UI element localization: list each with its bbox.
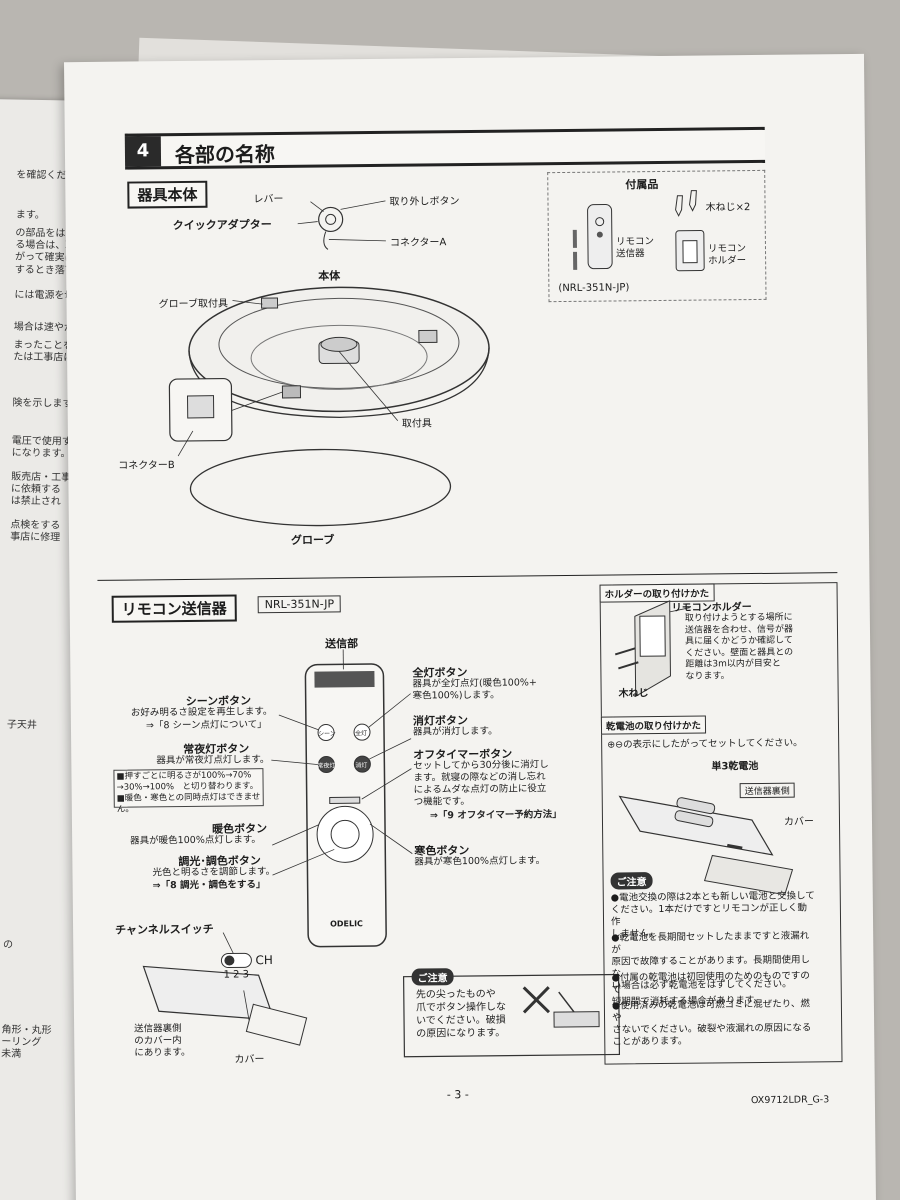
left-page-line: に依頼する bbox=[10, 483, 62, 496]
left-page-line: 未満 bbox=[1, 1048, 22, 1060]
holder-illustration bbox=[614, 600, 794, 896]
left-page-line: になります。 bbox=[11, 447, 71, 460]
left-page-line: の bbox=[2, 939, 14, 951]
battery-caution-4: ●使用済みの乾電池は可燃ゴミに混ぜたり、燃や さないでください。破裂や液漏れの原… bbox=[611, 998, 812, 1048]
document-code: OX9712LDR_G-3 bbox=[750, 1094, 830, 1107]
battery-install-text: ⊕⊖の表示にしたがってセットしてください。 bbox=[607, 737, 803, 751]
left-page-line: 点検をする bbox=[10, 519, 61, 532]
holder-label: リモコンホルダー bbox=[671, 602, 752, 614]
left-page-line: 事店に修理 bbox=[10, 531, 61, 544]
battery-install-heading: 乾電池の取り付けかた bbox=[600, 715, 707, 735]
left-page-line: ます。 bbox=[15, 209, 45, 222]
accessories-illustration bbox=[572, 190, 705, 272]
manual-page: 4 各部の名称 器具本体 レバー 取り外しボタン クイックアダプター コ bbox=[64, 53, 876, 1200]
battery-cover-label: カバー bbox=[783, 816, 815, 828]
left-page-line: 販売店・工事 bbox=[11, 471, 72, 484]
screw-label: 木ねじ bbox=[618, 688, 649, 700]
holder-install-text: 取り付けようとする場所に 送信器を合わせ、信号が器 具に届くかどうか確認して く… bbox=[684, 612, 794, 682]
left-page-line: 子天井 bbox=[6, 719, 37, 732]
back-side-label: 送信器裏側 bbox=[739, 782, 795, 799]
body-unit-illustration bbox=[168, 200, 490, 527]
remote-illustration bbox=[142, 649, 621, 1058]
battery-caution-tag: ご注意 bbox=[610, 872, 653, 890]
left-page-line: 角形・丸形 bbox=[1, 1024, 52, 1037]
left-page-line: は禁止され bbox=[10, 495, 61, 508]
left-page-line: ーリング bbox=[1, 1036, 42, 1049]
battery-label: 単3乾電池 bbox=[711, 760, 759, 773]
left-page-line: たは工事店に bbox=[13, 351, 74, 364]
page-number: - 3 - bbox=[446, 1088, 469, 1102]
